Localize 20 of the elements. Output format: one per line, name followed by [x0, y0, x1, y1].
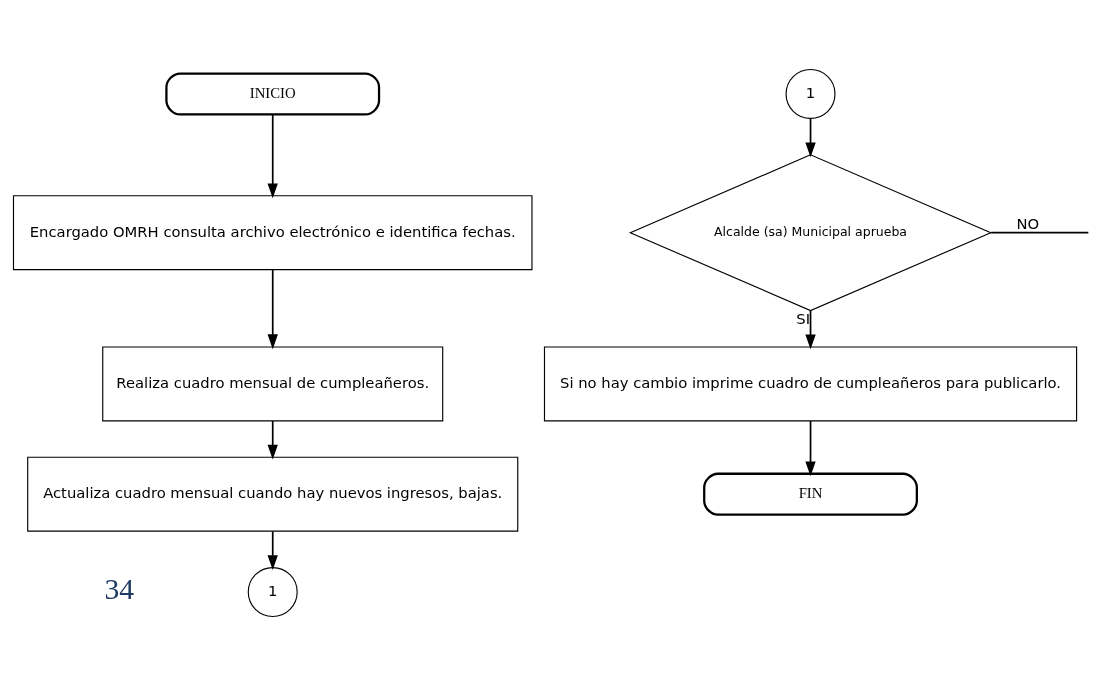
edge-label: SI [796, 309, 811, 327]
arrow [805, 419, 816, 476]
node-circle: 1 [785, 68, 836, 119]
edge-label: NO [1016, 214, 1040, 232]
node-box: Encargado OMRH consulta archivo electrónico e identifica fechas. [12, 194, 533, 270]
node-box: INICIO [165, 71, 381, 116]
node-box: Si no hay cambio imprime cuadro de cumpleañeros para publicarlo. [543, 345, 1078, 421]
node-diamond: Alcalde (sa) Municipal aprueba [628, 153, 993, 311]
arrow [805, 309, 816, 349]
arrow [267, 419, 278, 459]
connector [990, 231, 1090, 234]
arrow [267, 268, 278, 349]
node-box: Actualiza cuadro mensual cuando hay nuevos ingresos, bajas. [27, 456, 519, 532]
arrow [267, 530, 278, 570]
arrow [267, 113, 278, 198]
arrow [805, 117, 816, 157]
node-circle: 1 [247, 566, 298, 617]
node-box: Realiza cuadro mensual de cumpleañeros. [102, 345, 444, 421]
node-box: FIN [703, 472, 918, 516]
label: 34 [104, 572, 134, 605]
